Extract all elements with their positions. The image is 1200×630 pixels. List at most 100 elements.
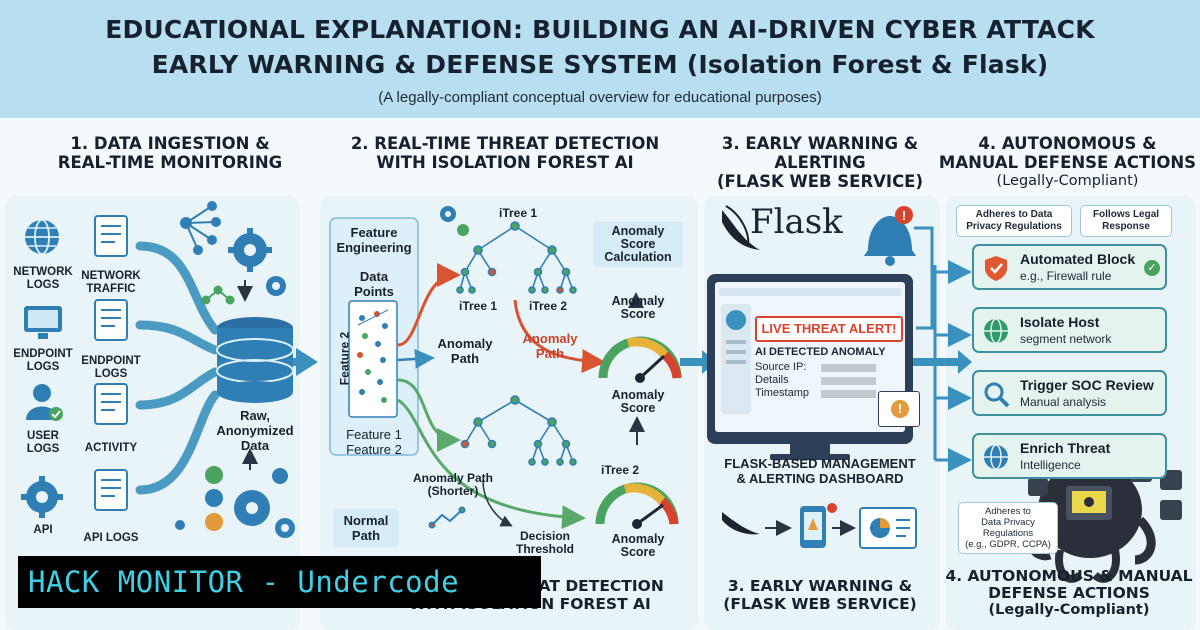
page-title-line-2: EARLY WARNING & DEFENSE SYSTEM (Isolatio… bbox=[151, 50, 1049, 79]
database-icon bbox=[216, 317, 294, 403]
header-banner: EDUCATIONAL EXPLANATION: BUILDING AN AI-… bbox=[0, 0, 1200, 118]
gear-icon-col2 bbox=[440, 206, 469, 236]
gear-cluster-icon bbox=[175, 466, 295, 538]
source-label-api-logs: API LOGS bbox=[83, 532, 139, 544]
watermark-banner: HACK MONITOR - Undercode bbox=[18, 556, 541, 608]
document-icon-activity bbox=[94, 383, 128, 425]
itree-1-label: iTree 1 bbox=[458, 299, 498, 313]
alert-field-timestamp: Timestamp bbox=[755, 387, 893, 400]
warning-popup-icon: ! bbox=[878, 391, 920, 427]
source-label-activity: ACTIVITY bbox=[84, 442, 138, 454]
anomaly-path-to-gauge bbox=[513, 299, 606, 374]
action-subtitle: Manual analysis bbox=[1020, 395, 1107, 409]
alert-field-source-ip: Source IP: bbox=[755, 361, 893, 374]
action-subtitle: e.g., Firewall rule bbox=[1020, 269, 1112, 283]
document-icon-endpoint-logs bbox=[94, 299, 128, 341]
globe-icon bbox=[25, 219, 59, 255]
itree-2-icon bbox=[460, 395, 577, 466]
action-automated-block: Automated Block e.g., Firewall rule ✓ bbox=[972, 244, 1167, 290]
column-3-heading: 3. EARLY WARNING &ALERTING(FLASK WEB SER… bbox=[717, 134, 923, 191]
triangle-nodes-icon bbox=[201, 285, 235, 305]
document-icon-api-logs bbox=[94, 469, 128, 511]
chart-icon-col2 bbox=[428, 506, 466, 529]
avatar-icon bbox=[726, 310, 746, 330]
source-label-api: API bbox=[33, 524, 53, 536]
action-isolate-host: Isolate Host segment network bbox=[972, 307, 1167, 353]
anomaly-flow-to-tree1 bbox=[397, 263, 461, 347]
monitor-icon-endpoint bbox=[24, 306, 62, 339]
page-title-line-1: EDUCATIONAL EXPLANATION: BUILDING AN AI-… bbox=[105, 15, 1095, 44]
live-threat-alert-banner: LIVE THREAT ALERT! bbox=[755, 316, 903, 342]
globe-icon bbox=[984, 444, 1008, 470]
column-4-heading: 4. AUTONOMOUS &MANUAL DEFENSE ACTIONS(Le… bbox=[938, 134, 1197, 189]
gauge-icon-bottom bbox=[595, 482, 679, 529]
itree-top-label: iTree 1 bbox=[498, 206, 538, 220]
action-title: Enrich Threat bbox=[1020, 440, 1111, 456]
magnifier-icon bbox=[984, 382, 1010, 408]
alert-detected-text: AI DETECTED ANOMALY bbox=[755, 346, 886, 358]
scatter-panel bbox=[348, 300, 398, 418]
shield-icon bbox=[985, 256, 1007, 281]
document-icon-network-traffic bbox=[94, 215, 128, 257]
column-1-heading: 1. DATA INGESTION &REAL-TIME MONITORING bbox=[57, 134, 283, 172]
phone-alert-icon bbox=[800, 503, 837, 548]
gear-icon-small bbox=[266, 276, 286, 296]
page-subtitle: (A legally-compliant conceptual overview… bbox=[378, 89, 822, 106]
action-title: Automated Block bbox=[1020, 251, 1136, 267]
gear-icon-api bbox=[21, 476, 63, 518]
action-trigger-soc-review: Trigger SOC Review Manual analysis bbox=[972, 370, 1167, 416]
normal-flow-to-tree2 bbox=[397, 378, 461, 452]
screen-toolbar bbox=[719, 288, 901, 296]
flask-logo-icon bbox=[722, 205, 760, 250]
ingestion-flow-arrows bbox=[135, 241, 220, 495]
svg-text:!: ! bbox=[902, 208, 906, 223]
bell-icon: ! bbox=[864, 206, 916, 266]
action-title: Trigger SOC Review bbox=[1020, 377, 1154, 393]
action-subtitle: segment network bbox=[1020, 332, 1112, 346]
action-title: Isolate Host bbox=[1020, 314, 1100, 330]
alert-field-details: Details bbox=[755, 374, 893, 387]
screen-sidebar bbox=[721, 304, 751, 414]
flask-logo-text: Flask bbox=[750, 202, 843, 242]
check-icon: ✓ bbox=[1144, 260, 1160, 276]
gear-icon-large bbox=[228, 228, 272, 272]
globe-icon bbox=[984, 318, 1008, 344]
scatter-points bbox=[357, 309, 389, 403]
itree-2-label: iTree 2 bbox=[528, 299, 568, 313]
user-icon bbox=[26, 384, 63, 421]
action-enrich-threat: Enrich Threat Intelligence bbox=[972, 433, 1167, 479]
alert-screen bbox=[715, 282, 905, 432]
dashboard-chart-icon bbox=[859, 507, 917, 549]
dashboard-label: FLASK-BASED MANAGEMENT& ALERTING DASHBOA… bbox=[724, 456, 916, 486]
itree-1-icon bbox=[456, 221, 577, 294]
watermark-banner-text: HACK MONITOR - Undercode bbox=[28, 565, 460, 599]
feature-2-axis-label: Feature 2 bbox=[337, 331, 352, 386]
monitor-stand bbox=[790, 444, 830, 454]
action-subtitle: Intelligence bbox=[1020, 458, 1081, 472]
footer-column-3-heading: 3. EARLY WARNING &(FLASK WEB SERVICE) bbox=[723, 577, 917, 613]
alert-details: AI DETECTED ANOMALY Source IP: Details T… bbox=[755, 346, 893, 412]
gauge-icon-top bbox=[598, 336, 682, 383]
